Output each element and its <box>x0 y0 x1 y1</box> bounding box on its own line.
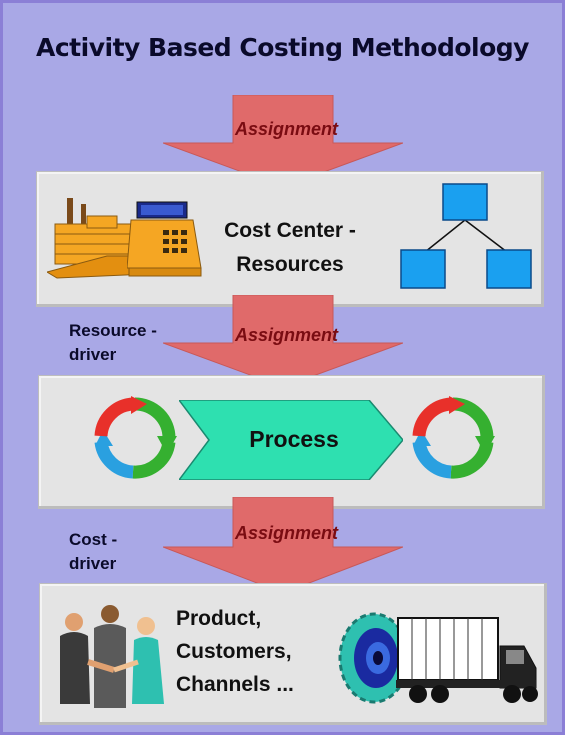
truck-icon <box>396 617 538 703</box>
cycle-arrows-icon <box>412 396 495 479</box>
assignment-arrow-1 <box>163 95 403 187</box>
people-handshake-icon <box>60 605 164 708</box>
assignment-label-3: Assignment <box>235 523 339 543</box>
process-label: Process <box>249 426 339 452</box>
factory-icon <box>47 198 147 279</box>
assignment-arrow-2 <box>163 295 403 387</box>
cost-center-line-1: Cost Center - <box>224 219 356 242</box>
process-chevron <box>179 400 403 480</box>
gear-icon <box>338 612 410 704</box>
assignment-label-1: Assignment <box>235 119 339 139</box>
cost-driver-label: Cost - driver <box>69 528 117 576</box>
resource-driver-line-2: driver <box>69 345 117 364</box>
assignment-label-2: Assignment <box>235 325 339 345</box>
cost-driver-line-2: driver <box>69 554 117 573</box>
resource-driver-label: Resource - driver <box>69 319 157 367</box>
resource-driver-line-1: Resource - <box>69 321 157 340</box>
cost-objects-line-1: Product, <box>176 607 262 630</box>
cost-objects-line-3: Channels ... <box>176 673 294 696</box>
cost-objects-label: Product, Customers, Channels ... <box>176 602 346 701</box>
diagram-title: Activity Based Costing Methodology <box>36 33 529 62</box>
cash-register-icon <box>127 201 202 277</box>
cost-objects-line-2: Customers, <box>176 640 292 663</box>
cost-driver-line-1: Cost - <box>69 530 118 549</box>
cycle-arrows-icon <box>94 396 177 479</box>
cost-center-label: Cost Center - Resources <box>205 214 375 282</box>
cost-center-line-2: Resources <box>236 253 344 276</box>
assignment-arrow-3 <box>163 497 403 593</box>
process-panel: Process <box>38 375 545 509</box>
cost-objects-panel: Product, Customers, Channels ... <box>39 583 547 725</box>
org-chart-icon <box>400 183 532 289</box>
cost-center-panel: Cost Center - Resources <box>36 171 544 307</box>
